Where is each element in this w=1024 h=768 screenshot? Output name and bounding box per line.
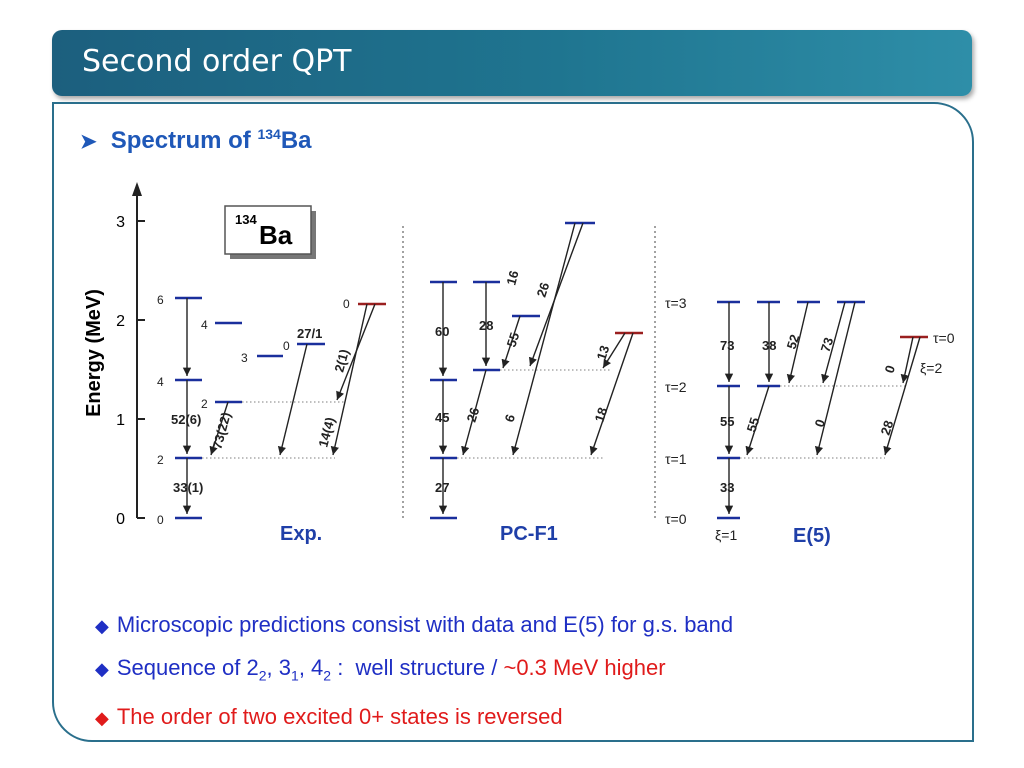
e5-value-0a: 0 xyxy=(812,417,829,429)
arrow-bullet-icon: ➤ xyxy=(80,131,97,153)
e5-values: 33 55 73 38 55 52 73 0 0 28 xyxy=(720,333,898,495)
diamond-bullet-icon: ◆ xyxy=(95,616,109,636)
pcf1-value-28: 28 xyxy=(479,318,493,333)
bullet-2-text-a: Sequence of 2 xyxy=(116,655,259,680)
heading-text: Spectrum of xyxy=(110,127,258,154)
pcf1-transitions xyxy=(438,222,634,514)
pcf1-value-6: 6 xyxy=(502,412,519,424)
box-mass-number: 134 xyxy=(235,212,257,227)
y-tick-0: 0 xyxy=(116,511,125,528)
e5-value-55a: 55 xyxy=(720,414,734,429)
pcf1-value-27: 27 xyxy=(435,480,449,495)
e5-value-38: 38 xyxy=(762,338,776,353)
bullet-2-sub-1: 2 xyxy=(258,667,267,684)
exp-level-3: 3 xyxy=(241,351,248,365)
bullet-2-text-d: : well structure / xyxy=(331,655,504,680)
exp-level-4b: 4 xyxy=(201,318,208,332)
e5-value-73b: 73 xyxy=(818,336,837,354)
exp-level-0b: 0 xyxy=(283,339,290,353)
diamond-bullet-icon: ◆ xyxy=(95,659,109,679)
pcf1-panel xyxy=(430,221,643,520)
title-bar: Second order QPT xyxy=(52,30,972,96)
bullet-3: ◆ The order of two excited 0+ states is r… xyxy=(95,696,733,739)
tau-label-1: τ=1 xyxy=(665,451,687,467)
exp-level-2b: 2 xyxy=(201,397,208,411)
pcf1-value-45: 45 xyxy=(435,410,449,425)
e5-value-52: 52 xyxy=(784,333,803,351)
exp-level-0: 0 xyxy=(157,513,164,527)
e5-tau-labels: τ=0 τ=1 τ=2 τ=3 τ=0 ξ=1 ξ=2 xyxy=(665,295,955,543)
exp-value-14: 14(4) xyxy=(315,416,337,449)
slide-title: Second order QPT xyxy=(82,44,352,79)
bullet-2-highlight: ~0.3 MeV higher xyxy=(503,655,666,680)
exp-transitions xyxy=(182,298,376,514)
tau-label-0-right: τ=0 xyxy=(933,330,955,346)
y-axis: 0 1 2 3 Energy (MeV) xyxy=(83,182,145,528)
box-element: Ba xyxy=(259,220,293,250)
heading-element: Ba xyxy=(280,127,312,154)
bullet-3-text: The order of two excited 0+ states is re… xyxy=(116,704,563,730)
panel-label-pcf1: PC-F1 xyxy=(500,523,558,545)
section-heading: ➤ Spectrum of 134Ba xyxy=(80,126,312,155)
tau-label-3: τ=3 xyxy=(665,295,687,311)
e5-value-28: 28 xyxy=(878,419,897,437)
bullet-2-sub-2: 1 xyxy=(291,667,299,684)
pcf1-value-13: 13 xyxy=(594,344,613,362)
reference-lines xyxy=(202,369,905,459)
y-tick-1: 1 xyxy=(116,412,125,429)
y-axis-title: Energy (MeV) xyxy=(83,289,105,417)
pcf1-value-26a: 26 xyxy=(464,406,483,424)
nucleus-label-box: 134 Ba xyxy=(224,205,316,259)
panel-label-exp: Exp. xyxy=(280,523,322,545)
exp-value-33: 33(1) xyxy=(173,480,203,495)
heading-mass-number: 134 xyxy=(257,126,281,142)
exp-level-2: 2 xyxy=(157,453,164,467)
pcf1-value-16: 16 xyxy=(503,269,521,287)
exp-level-4: 4 xyxy=(157,375,164,389)
bullet-2-text-c: , 4 xyxy=(298,655,324,680)
e5-value-0b: 0 xyxy=(882,363,899,375)
xi-label-2: ξ=2 xyxy=(920,360,942,376)
y-tick-3: 3 xyxy=(116,214,125,231)
exp-values: 33(1) 52(6) 73(22) 27/1 2(1) 14(4) xyxy=(171,326,352,495)
exp-level-labels: 0 2 4 6 2 4 3 0 0 xyxy=(157,293,350,527)
bullet-list: ◆ Microscopic predictions consist with da… xyxy=(95,604,733,739)
bullet-2-sub-3: 2 xyxy=(323,667,332,684)
bullet-1: ◆ Microscopic predictions consist with da… xyxy=(95,604,733,647)
diamond-bullet-icon: ◆ xyxy=(95,708,109,729)
spectrum-figure: 0 1 2 3 Energy (MeV) 134 Ba 0 2 4 6 2 4 … xyxy=(83,182,955,547)
tau-label-0: τ=0 xyxy=(665,511,687,527)
content-frame xyxy=(52,102,974,742)
e5-transitions xyxy=(724,301,921,514)
pcf1-value-60: 60 xyxy=(435,324,449,339)
xi-label-1: ξ=1 xyxy=(715,527,737,543)
e5-value-55b: 55 xyxy=(744,416,763,434)
bullet-2: ◆Sequence of 22, 31, 42 : well structure… xyxy=(95,647,733,696)
pcf1-values: 27 45 60 28 26 6 16 55 26 13 18 xyxy=(435,269,612,495)
tau-label-2: τ=2 xyxy=(665,379,687,395)
panel-label-e5: E(5) xyxy=(793,525,831,547)
pcf1-value-26b: 26 xyxy=(534,281,553,299)
exp-value-27: 27/1 xyxy=(297,326,322,341)
e5-panel xyxy=(717,300,928,520)
exp-value-73: 73(22) xyxy=(209,411,233,451)
y-tick-2: 2 xyxy=(116,313,125,330)
pcf1-value-55: 55 xyxy=(504,331,523,349)
pcf1-value-18: 18 xyxy=(592,406,611,424)
exp-level-6: 6 xyxy=(157,293,164,307)
exp-value-52: 52(6) xyxy=(171,412,201,427)
bullet-1-text: Microscopic predictions consist with dat… xyxy=(116,612,734,637)
e5-value-73a: 73 xyxy=(720,338,734,353)
exp-panel xyxy=(175,296,386,520)
e5-value-33: 33 xyxy=(720,480,734,495)
exp-value-2: 2(1) xyxy=(331,348,351,374)
bullet-2-text-b: , 3 xyxy=(266,655,292,680)
exp-level-0c: 0 xyxy=(343,297,350,311)
